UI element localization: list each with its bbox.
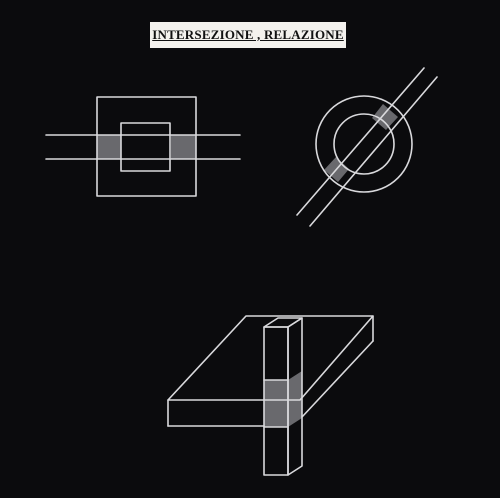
- figure-slab-prism: [167, 315, 374, 476]
- figure-circles: [296, 67, 438, 227]
- title-label: INTERSEZIONE , RELAZIONE: [150, 22, 346, 48]
- shade-right: [171, 135, 196, 159]
- figure-squares: [45, 96, 241, 197]
- ring-shade-upper: [372, 104, 398, 130]
- inner-square: [120, 122, 171, 172]
- title-text: INTERSEZIONE , RELAZIONE: [152, 27, 344, 42]
- inner-circle: [333, 113, 395, 175]
- prism-side-shade: [288, 371, 302, 427]
- outer-circle: [315, 95, 413, 193]
- shade-left: [97, 135, 121, 159]
- outer-square: [96, 96, 197, 197]
- diagonal-line-2: [309, 76, 438, 227]
- prism-top-face: [263, 317, 303, 328]
- prism-shade: [264, 380, 288, 427]
- diagonal-line-1: [296, 67, 425, 216]
- slab-right-bottom-edge: [301, 340, 374, 418]
